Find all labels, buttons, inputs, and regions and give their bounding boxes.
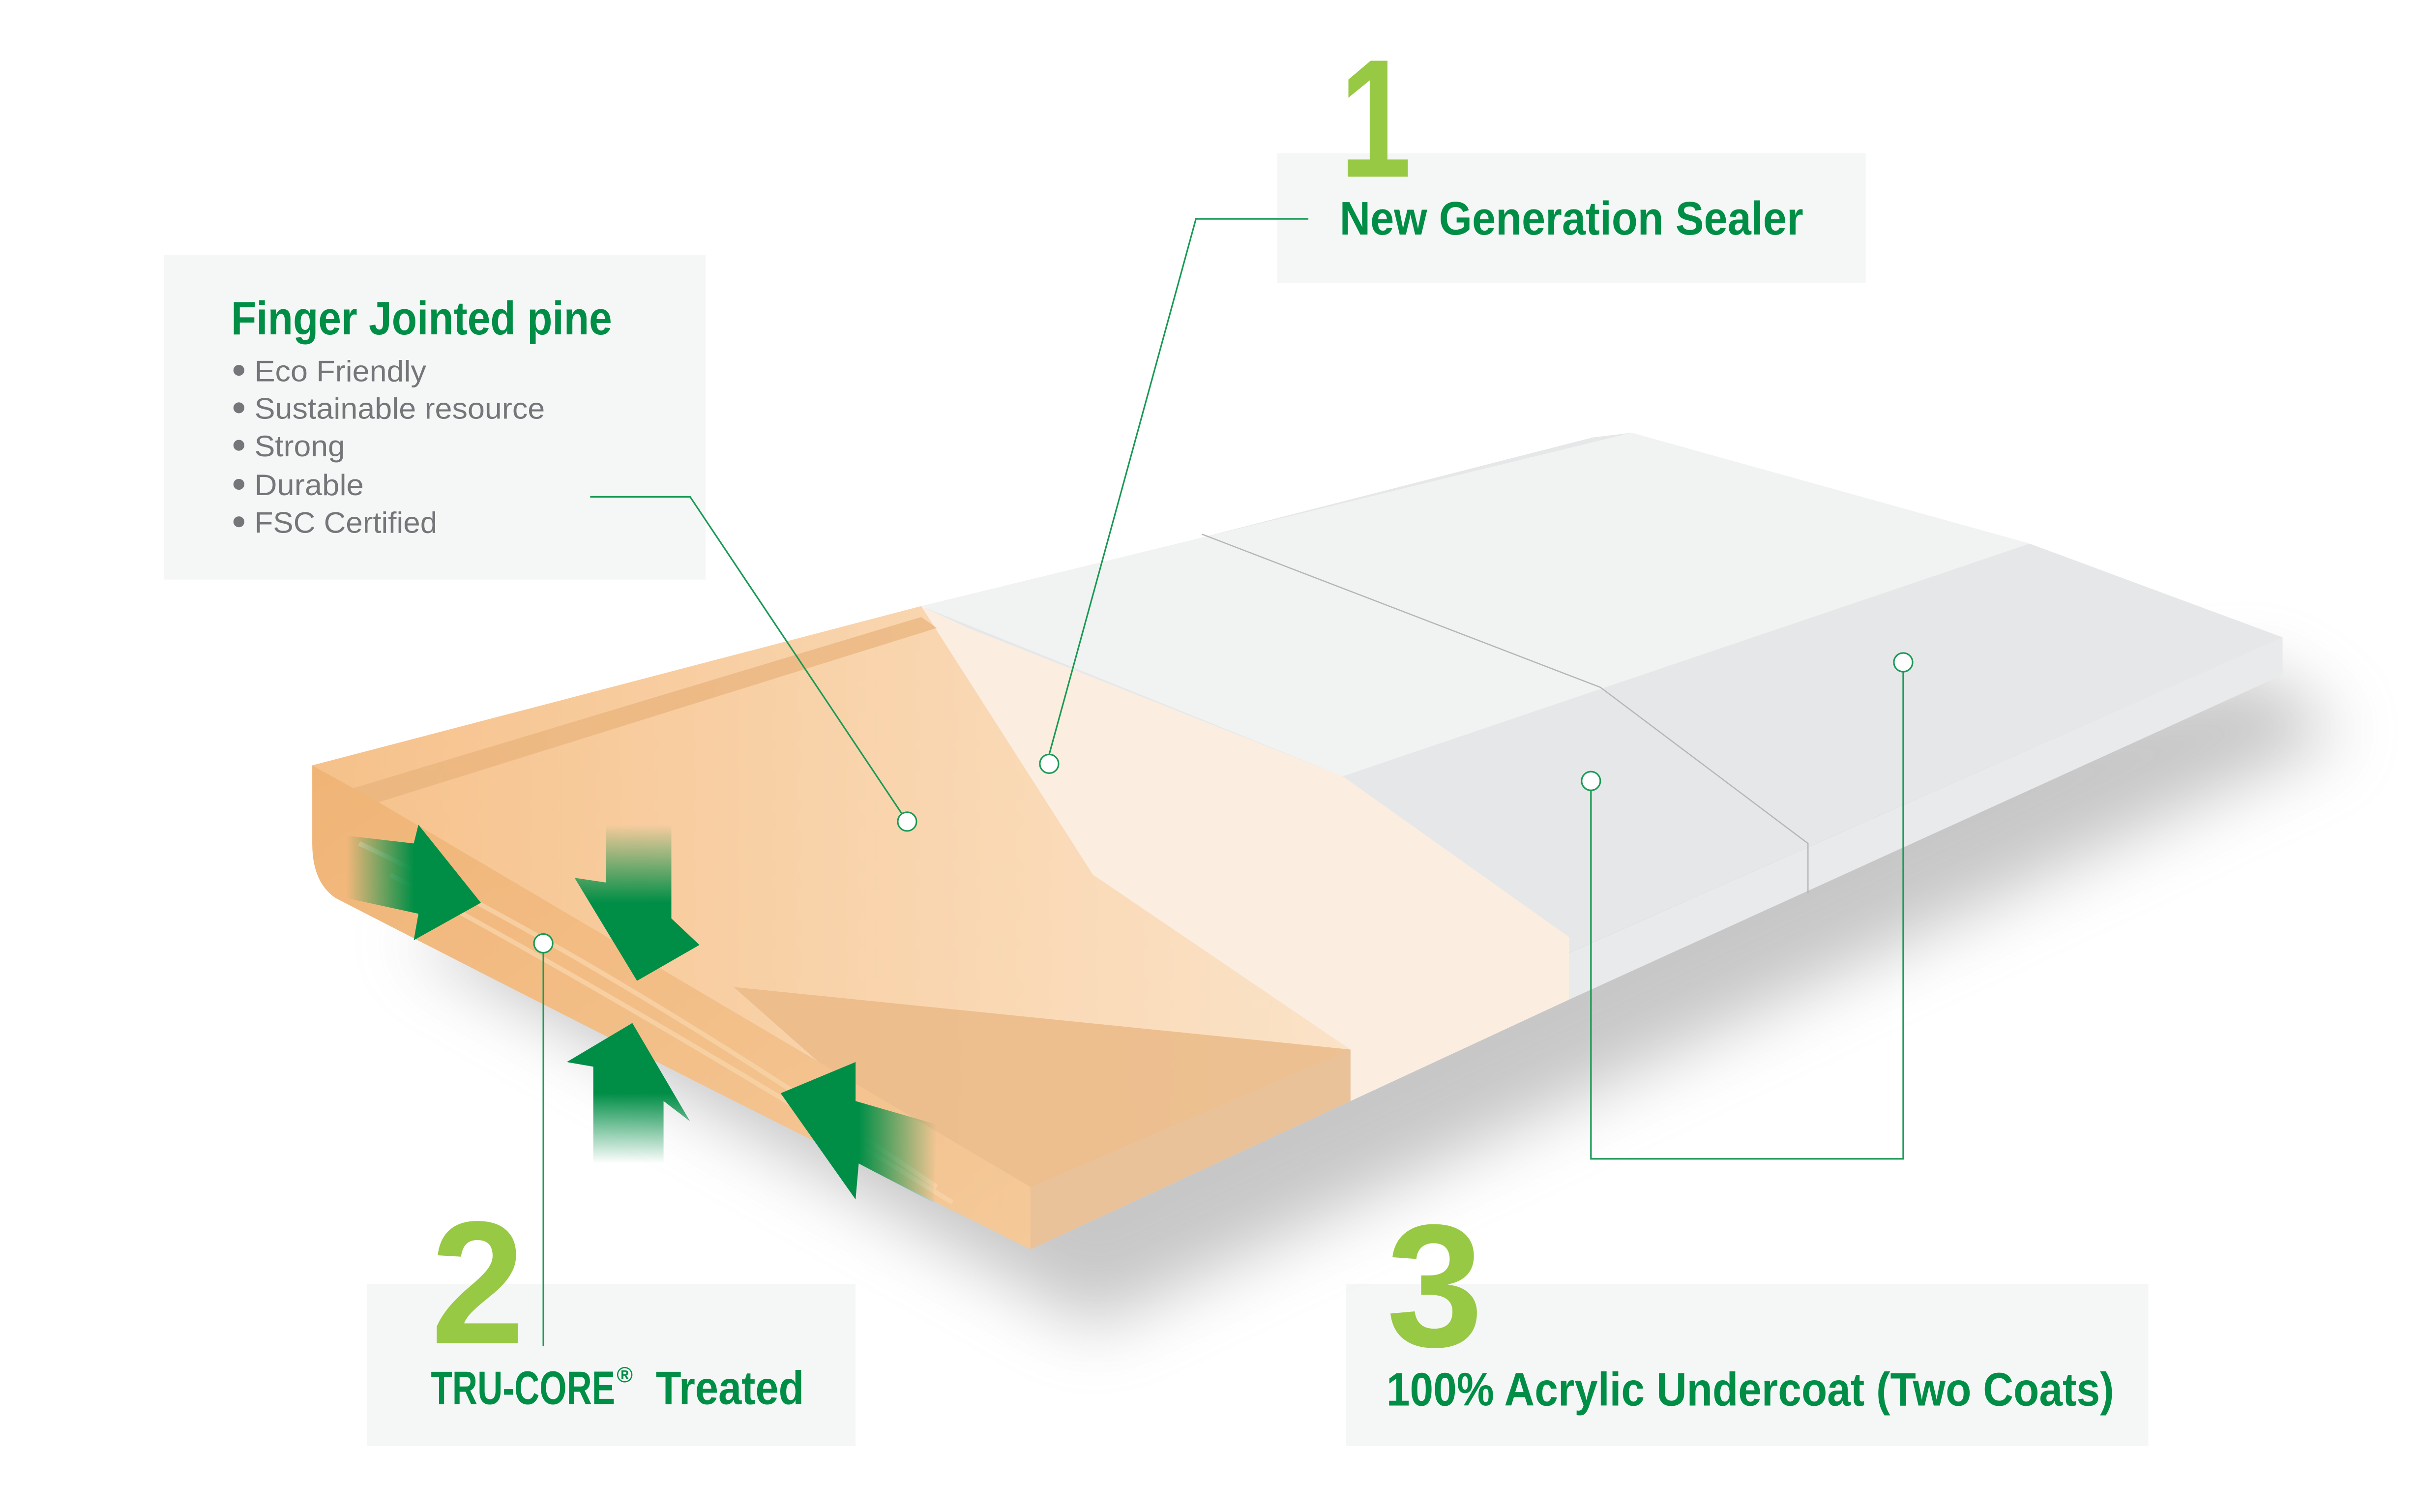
trucore-panel (367, 1283, 856, 1447)
undercoat-leader (1590, 672, 1904, 1160)
undercoat-back-strip (921, 433, 2030, 776)
registered-mark: ® (617, 1363, 633, 1387)
sealer-marker (1039, 753, 1060, 774)
bullet-item: Eco Friendly (255, 354, 427, 387)
sealer-panel (1277, 153, 1866, 283)
sealer-leader (1048, 218, 1309, 755)
step1-label: New Generation Sealer (1340, 193, 1803, 245)
bullet-item: Strong (255, 429, 345, 463)
step3-number: 3 (1387, 1188, 1483, 1384)
finger-jointed-leader (590, 496, 908, 822)
step2-number: 2 (431, 1185, 525, 1380)
bullet-item: FSC Certified (255, 505, 438, 539)
finger-jointed-bullets: Eco Friendly Sustainable resource Strong… (233, 354, 545, 539)
step1-number: 1 (1340, 24, 1412, 212)
finger-jointed-panel (164, 255, 706, 580)
bullet-item: Durable (255, 468, 364, 502)
undercoat-marker-1 (1581, 771, 1601, 791)
sealer-surface (921, 606, 1569, 1101)
undercoat-seam (1202, 534, 1809, 893)
undercoat-marker-2 (1893, 652, 1914, 673)
finger-jointed-title: Finger Jointed pine (231, 293, 612, 345)
bullet-item: Sustainable resource (255, 392, 545, 425)
wood-front-face (734, 987, 1351, 1249)
pressure-arrow-icon (346, 825, 937, 1203)
wood-groove (351, 617, 937, 804)
undercoat-panel (1346, 1283, 2149, 1447)
step2-label: TRU-CORE (431, 1362, 615, 1414)
finger-jointed-marker (897, 811, 917, 832)
step3-label: 100% Acrylic Undercoat (Two Coats) (1387, 1364, 2114, 1416)
step2-label-suffix: Treated (656, 1362, 804, 1414)
trucore-marker (533, 933, 554, 954)
